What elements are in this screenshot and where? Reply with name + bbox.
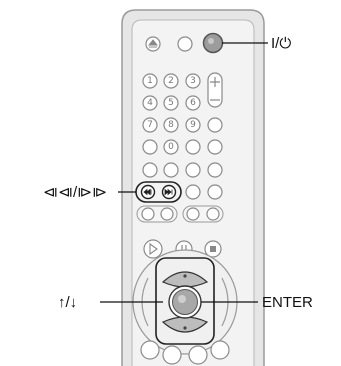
power-button[interactable] — [202, 32, 224, 54]
svg-text:2: 2 — [168, 76, 174, 86]
button-r4-c1[interactable] — [142, 139, 158, 155]
slow-forward-button[interactable] — [206, 207, 220, 221]
svg-text:4: 4 — [147, 98, 153, 108]
key-0[interactable]: 0 — [163, 139, 179, 155]
key-8[interactable]: 8 — [163, 117, 179, 133]
prev-icon — [143, 188, 152, 196]
eject-icon — [147, 39, 159, 48]
up-button[interactable] — [161, 271, 209, 288]
scan-slow-row — [136, 205, 224, 223]
next-skip-button[interactable] — [161, 184, 177, 200]
bottom-mid-right-button[interactable] — [188, 345, 208, 365]
button-r5-c3[interactable] — [185, 162, 201, 178]
scan-back-button[interactable] — [141, 207, 155, 221]
down-button[interactable] — [161, 316, 209, 333]
key-6[interactable]: 6 — [185, 95, 201, 111]
button-r4-c4[interactable] — [207, 139, 223, 155]
plus-icon — [210, 77, 220, 87]
top-small-button[interactable] — [177, 36, 193, 52]
svg-text:3: 3 — [190, 76, 196, 86]
key-2[interactable]: 2 — [163, 73, 179, 89]
arrows-callout-label: ↑/↓ — [58, 294, 77, 311]
skip-callout-label: ⧏⧏/⧐⧐ — [43, 184, 107, 201]
svg-text:5: 5 — [168, 98, 174, 108]
enter-callout-label: ENTER — [262, 294, 313, 311]
bottom-right-button[interactable] — [210, 340, 230, 360]
svg-text:1: 1 — [147, 76, 153, 86]
button-r5-c2[interactable] — [163, 162, 179, 178]
power-callout-label: I/⏻ — [271, 35, 291, 52]
svg-text:0: 0 — [168, 142, 174, 152]
svg-text:6: 6 — [190, 98, 196, 108]
button-r5-c4[interactable] — [207, 162, 223, 178]
key-3[interactable]: 3 — [185, 73, 201, 89]
number-keypad: 1 2 3 4 5 6 7 8 9 0 — [142, 73, 201, 155]
volume-rocker[interactable] — [207, 72, 223, 108]
button-r6-c3[interactable] — [185, 184, 201, 200]
play-button[interactable] — [143, 239, 163, 259]
key-5[interactable]: 5 — [163, 95, 179, 111]
key-7[interactable]: 7 — [142, 117, 158, 133]
enter-button[interactable] — [168, 285, 202, 319]
up-dot — [183, 274, 187, 278]
slow-back-button[interactable] — [186, 207, 200, 221]
play-icon — [149, 242, 158, 256]
down-dot — [183, 326, 187, 330]
nav-cluster — [132, 249, 238, 355]
eject-button[interactable] — [145, 36, 161, 52]
button-r6-c4[interactable] — [207, 184, 223, 200]
next-icon — [164, 188, 173, 196]
button-r5-c1[interactable] — [142, 162, 158, 178]
nav-highlight-frame — [155, 257, 215, 345]
stop-icon — [210, 246, 216, 252]
svg-text:9: 9 — [190, 120, 196, 130]
stop-button[interactable] — [204, 240, 222, 258]
key-9[interactable]: 9 — [185, 117, 201, 133]
button-r4-c3[interactable] — [185, 139, 201, 155]
bottom-left-button[interactable] — [140, 340, 160, 360]
svg-text:8: 8 — [168, 120, 174, 130]
prev-skip-button[interactable] — [140, 184, 156, 200]
key-4[interactable]: 4 — [142, 95, 158, 111]
side-button-row3[interactable] — [207, 117, 223, 133]
key-1[interactable]: 1 — [142, 73, 158, 89]
svg-text:7: 7 — [147, 120, 153, 130]
scan-forward-button[interactable] — [160, 207, 174, 221]
bottom-mid-left-button[interactable] — [162, 345, 182, 365]
